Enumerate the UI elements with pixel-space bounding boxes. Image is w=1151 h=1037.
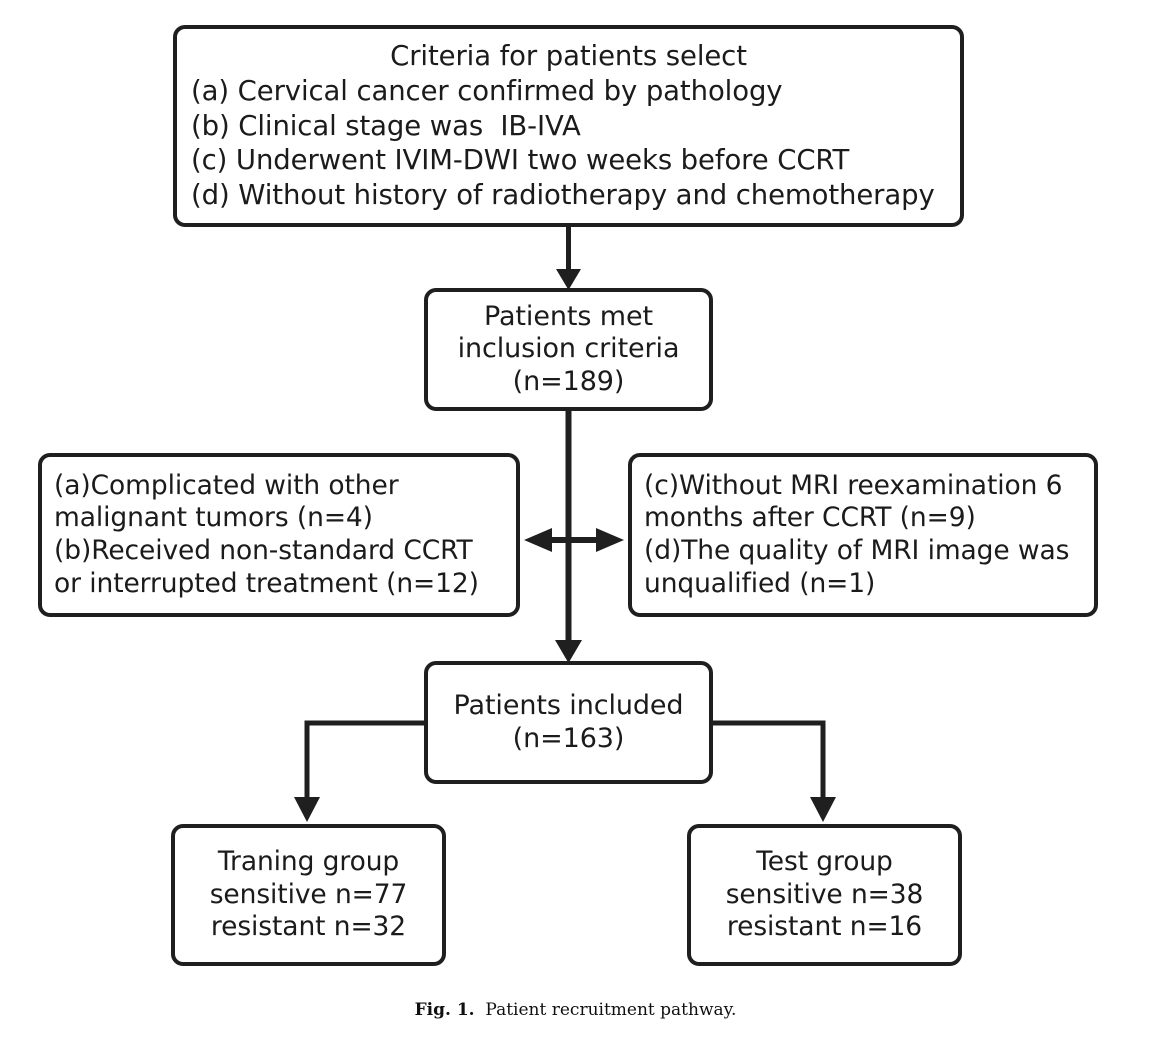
exclusion-right-line-3: (d)The quality of MRI image was bbox=[644, 535, 1070, 566]
training-group-title: Traning group bbox=[217, 845, 400, 877]
patients-included-count: (n=163) bbox=[512, 722, 625, 754]
exclusion-left-line-1: (a)Complicated with other bbox=[54, 469, 399, 501]
criteria-to-met-arrow bbox=[556, 227, 581, 290]
test-group-box: Test group sensitive n=38 resistant n=16 bbox=[687, 824, 962, 966]
figure-caption-text: Patient recruitment pathway. bbox=[485, 1000, 737, 1020]
exclusion-left-line-4: or interrupted treatment (n=12) bbox=[54, 567, 479, 599]
exclusion-right-box: (c)Without MRI reexamination 6 months af… bbox=[628, 453, 1098, 617]
test-group-title: Test group bbox=[756, 845, 893, 877]
included-to-training-arrow bbox=[294, 720, 424, 822]
training-group-resistant: resistant n=32 bbox=[210, 911, 407, 943]
training-group-sensitive: sensitive n=77 bbox=[209, 878, 408, 910]
exclusion-left-line-3: (b)Received non-standard CCRT bbox=[54, 535, 473, 566]
patients-included-line1: Patients included bbox=[453, 689, 684, 721]
test-group-sensitive: sensitive n=38 bbox=[725, 878, 924, 910]
patients-met-line2: inclusion criteria bbox=[457, 333, 680, 365]
training-group-box: Traning group sensitive n=77 resistant n… bbox=[171, 824, 446, 966]
criteria-item-c: (c) Underwent IVIM-DWI two weeks before … bbox=[191, 144, 850, 177]
patients-met-line1: Patients met bbox=[484, 300, 653, 332]
criteria-item-a: (a) Cervical cancer confirmed by patholo… bbox=[191, 74, 783, 107]
test-group-resistant: resistant n=16 bbox=[726, 911, 923, 943]
included-to-test-arrow bbox=[713, 720, 836, 822]
patients-included-box: Patients included (n=163) bbox=[424, 661, 713, 784]
figure-caption-label: Fig. 1. bbox=[414, 1000, 475, 1020]
met-to-included-arrow bbox=[555, 411, 582, 663]
criteria-item-d: (d) Without history of radiotherapy and … bbox=[191, 179, 935, 212]
criteria-box: Criteria for patients select (a) Cervica… bbox=[173, 25, 964, 227]
exclusion-left-line-2: malignant tumors (n=4) bbox=[54, 502, 373, 534]
criteria-item-b: (b) Clinical stage was ⅠB-IVA bbox=[191, 109, 581, 142]
figure-caption: Fig. 1. Patient recruitment pathway. bbox=[0, 1000, 1151, 1020]
exclusion-right-line-1: (c)Without MRI reexamination 6 bbox=[644, 469, 1063, 501]
exclusion-right-line-4: unqualified (n=1) bbox=[644, 567, 876, 599]
exclusion-left-arrow bbox=[524, 528, 569, 552]
exclusion-right-line-2: months after CCRT (n=9) bbox=[644, 502, 976, 534]
criteria-title: Criteria for patients select bbox=[390, 40, 747, 73]
patients-met-count: (n=189) bbox=[512, 365, 625, 397]
exclusion-right-arrow bbox=[568, 528, 624, 552]
exclusion-left-box: (a)Complicated with other malignant tumo… bbox=[38, 453, 520, 617]
patients-met-inclusion-box: Patients met inclusion criteria (n=189) bbox=[424, 288, 713, 411]
